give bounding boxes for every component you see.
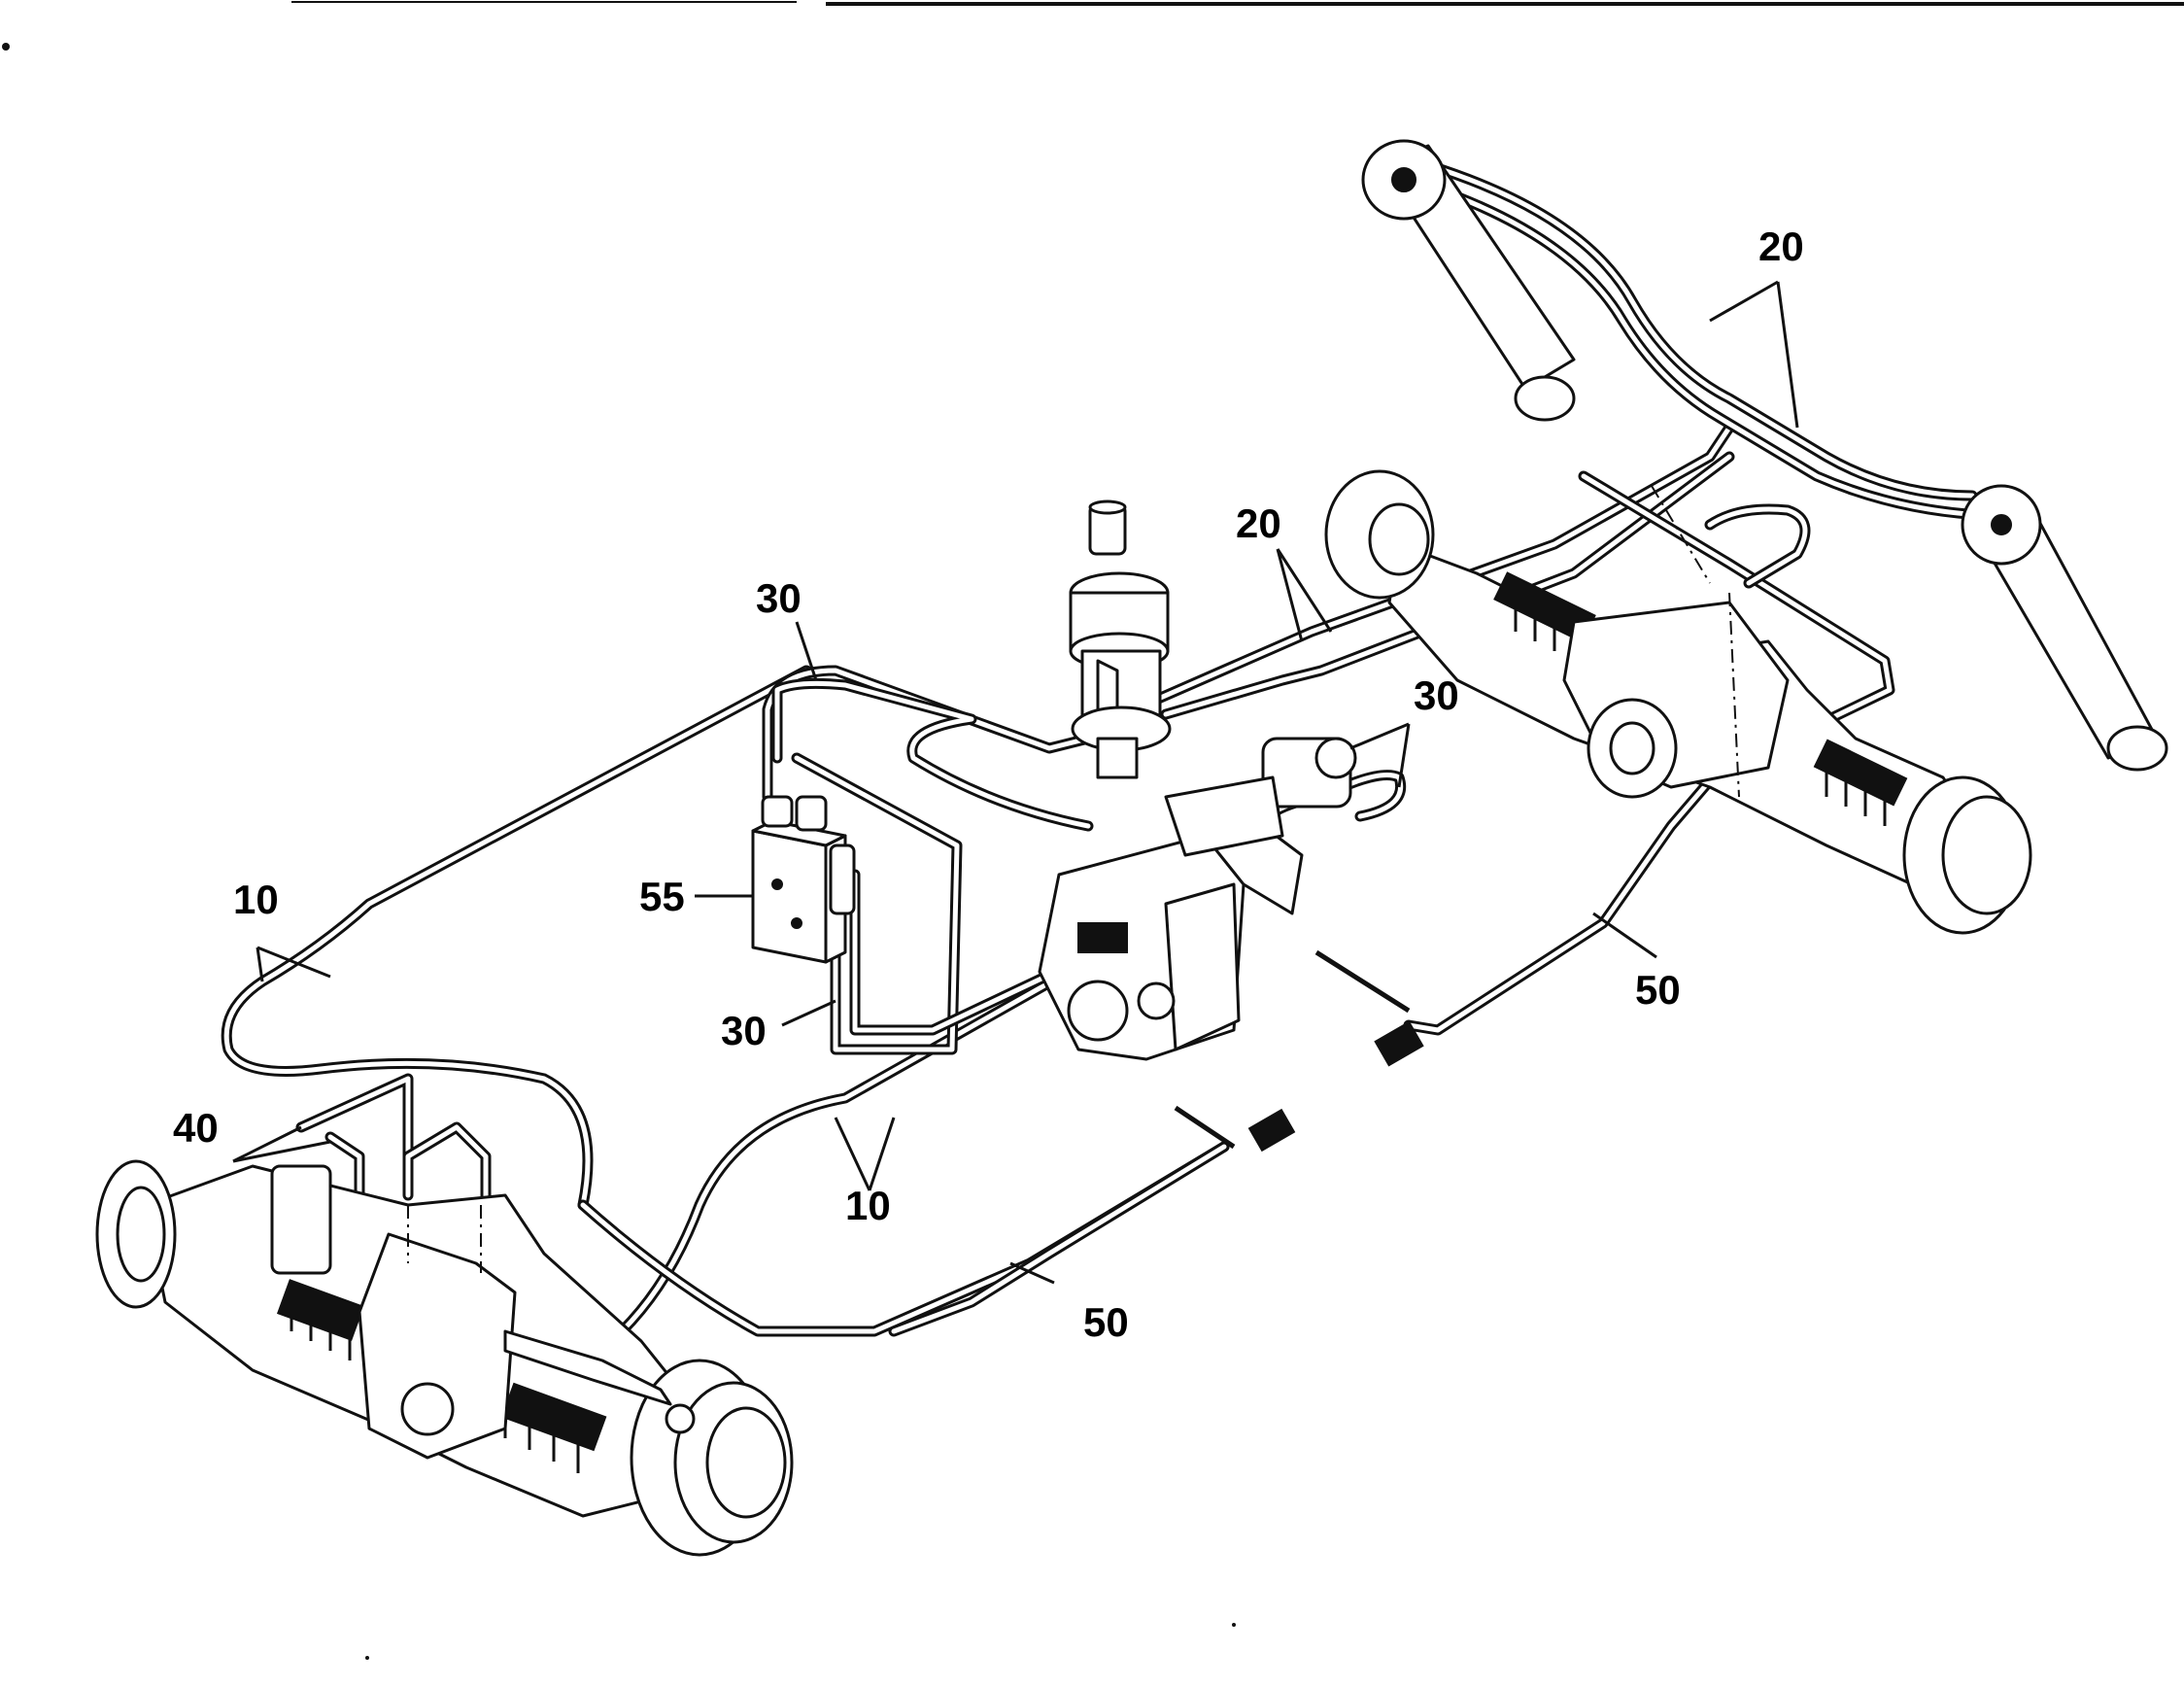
rear-axle-assembly	[1324, 469, 2032, 935]
scan-speck	[2, 43, 10, 51]
front-kingpin-housing	[270, 1164, 332, 1275]
front-differential-port	[400, 1382, 455, 1436]
callout-55: 55	[639, 874, 685, 919]
centerline-rear-1	[1651, 485, 1711, 584]
front-axle-assembly	[95, 1159, 794, 1557]
pump-transmission-assembly	[1038, 737, 1357, 1061]
callout-10-left: 10	[233, 877, 279, 922]
front-differential	[358, 1232, 517, 1460]
brake-sensor-right	[1314, 949, 1424, 1067]
steering-valve-column	[1069, 499, 1172, 779]
callout-40: 40	[173, 1105, 219, 1151]
callout-30-bottom: 30	[721, 1008, 767, 1053]
callout-50-bottom: 50	[1083, 1299, 1129, 1345]
steering-cylinder-right	[1961, 484, 2168, 772]
front-driveshaft	[503, 1329, 672, 1406]
hose-rear-loop	[1704, 503, 1811, 589]
hose-10-center	[577, 966, 1075, 1366]
callout-30-right: 30	[1414, 672, 1459, 718]
scan-speck	[365, 1656, 369, 1660]
hose-50-right	[1403, 752, 1735, 1036]
callout-10-center: 10	[845, 1183, 891, 1228]
steering-cylinder-left	[1361, 139, 1576, 422]
rear-axle-cooling-fins	[1514, 593, 1887, 826]
callout-50-right: 50	[1635, 967, 1681, 1013]
callout-leaders	[232, 280, 1799, 1285]
callout-20-top: 20	[1758, 224, 1804, 269]
scan-speck	[1232, 1623, 1236, 1627]
callout-20-mid: 20	[1236, 500, 1281, 546]
hose-lines	[221, 159, 1988, 1366]
callout-labels: 10 10 20 20 30 30 30 40 50 50 55	[173, 224, 1804, 1345]
brake-sensor-bottom	[1174, 1105, 1296, 1153]
callout-30-top: 30	[756, 575, 802, 621]
centerline-rear-2	[1728, 592, 1740, 798]
valve-block-55	[751, 795, 856, 964]
hose-40-c	[402, 1121, 492, 1211]
front-axle-block-left	[276, 1279, 365, 1341]
